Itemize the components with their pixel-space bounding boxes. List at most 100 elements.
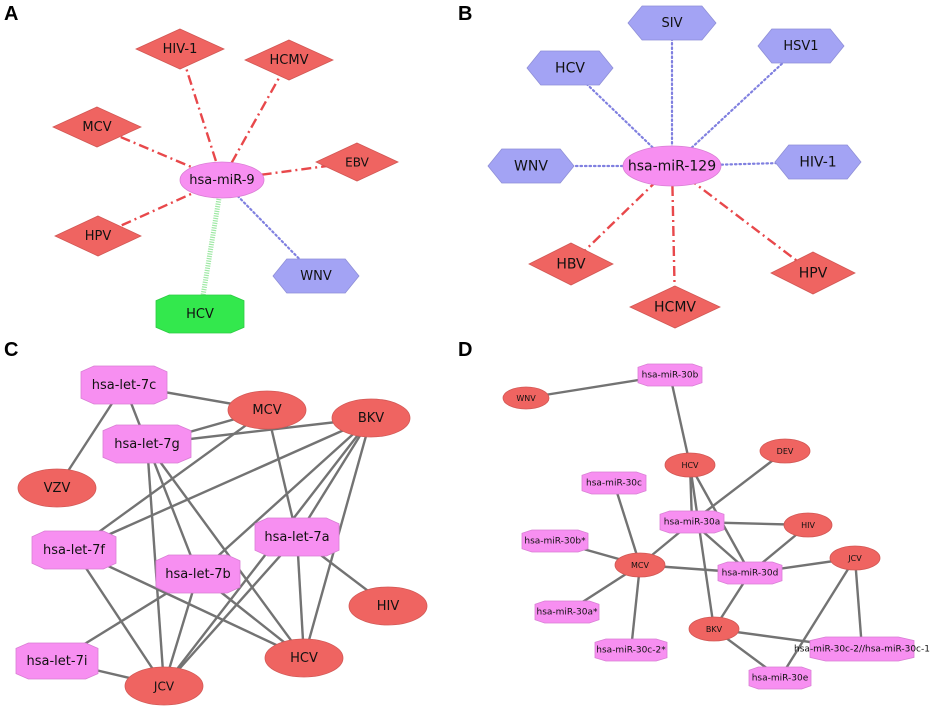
node-d-mir30c: hsa-miR-30c: [581, 471, 647, 495]
edge-c-bkv-let7f: [73, 416, 372, 552]
node-d-mir30a-shape: [659, 510, 725, 534]
edge-d-mcv-mir30c2s: [629, 564, 642, 651]
edge-c-let7g-hcv: [146, 443, 305, 659]
node-b-mir129-shape: [622, 145, 722, 187]
node-c-jcv-label: JCV: [153, 680, 175, 694]
node-b-siv-label: SIV: [662, 16, 683, 31]
node-c-vzv-shape: [17, 468, 97, 508]
node-d-mir30bs-label: hsa-miR-30b*: [524, 537, 586, 547]
edge-a-mir9-hcv: [197, 179, 225, 315]
node-b-mir129-label: hsa-miR-129: [628, 159, 716, 175]
node-a-mcv-label: MCV: [82, 120, 111, 135]
node-a-hiv1: HIV-1: [135, 28, 225, 70]
node-a-hcv-label: HCV: [186, 307, 214, 322]
node-b-hcmv: HCMV: [629, 285, 721, 329]
node-d-mir30b-shape: [637, 363, 703, 387]
node-d-hcv-shape: [664, 452, 716, 478]
node-d-jcv-shape: [829, 545, 881, 571]
node-a-hpv: HPV: [54, 215, 142, 257]
edge-c-let7a-hcv: [295, 536, 306, 659]
node-a-hcmv: HCMV: [244, 39, 334, 81]
node-d-mir30c2c1-label: hsa-miR-30c-2//hsa-miR-30c-1: [794, 645, 930, 655]
node-d-hiv: HIV: [783, 512, 833, 538]
node-b-hcv-shape: [526, 50, 614, 86]
node-c-let7c-shape: [80, 365, 168, 405]
node-c-vzv-label: VZV: [44, 481, 71, 496]
node-b-wnv: WNV: [487, 148, 575, 184]
panel-c-nodes: hsa-let-7c hsa-let-7g hsa-let-7f hsa-let-7b…: [15, 365, 428, 706]
node-b-hpv: HPV: [770, 251, 856, 295]
node-a-ebv: EBV: [315, 142, 399, 182]
node-c-mcv: MCV: [227, 390, 307, 430]
node-c-let7i-label: hsa-let-7i: [27, 654, 88, 669]
panel-c-letter: C: [4, 339, 18, 361]
node-c-let7c: hsa-let-7c: [80, 365, 168, 405]
node-c-bkv-label: BKV: [358, 411, 384, 426]
node-a-mir9-shape: [179, 161, 265, 199]
node-d-mcv: MCV: [614, 552, 666, 578]
node-d-mir30a-label: hsa-miR-30a: [664, 518, 721, 528]
node-b-hsv1: HSV1: [757, 28, 845, 64]
edge-d-dev-mir30a: [691, 450, 786, 523]
node-b-hsv1-shape: [757, 28, 845, 64]
edge-b-mir129-hcmv: [670, 165, 677, 308]
edge-d-jcv-mir30e: [778, 557, 857, 679]
edge-c-let7a-jcv: [163, 536, 298, 687]
edge-a-mir9-hiv1: [178, 48, 224, 181]
node-c-let7b-shape: [155, 554, 241, 594]
node-c-mcv-label: MCV: [252, 403, 281, 418]
node-d-dev: DEV: [759, 438, 811, 464]
node-d-mcv-shape: [614, 552, 666, 578]
node-b-wnv-shape: [487, 148, 575, 184]
node-b-wnv-label: WNV: [514, 159, 548, 175]
edge-c-let7g-jcv: [145, 443, 166, 687]
node-c-hcv-label: HCV: [290, 651, 318, 666]
node-b-hiv1: HIV-1: [774, 144, 862, 180]
node-c-let7b: hsa-let-7b: [155, 554, 241, 594]
node-b-hpv-shape: [770, 251, 856, 295]
node-d-hiv-shape: [783, 512, 833, 538]
edge-d-jcv-mir30c2c1: [853, 557, 864, 650]
node-d-mir30c2c1-shape: [809, 636, 915, 662]
node-b-siv: SIV: [627, 5, 717, 41]
node-d-mir30b-label: hsa-miR-30b: [642, 371, 699, 381]
node-d-mir30e-shape: [748, 666, 812, 690]
node-a-mcv-shape: [52, 106, 142, 148]
node-c-hiv-label: HIV: [377, 599, 400, 614]
node-c-hiv-shape: [348, 586, 428, 626]
node-a-mir9-label: hsa-miR-9: [189, 173, 254, 188]
node-a-wnv: WNV: [272, 258, 360, 294]
node-c-let7f-shape: [31, 530, 117, 570]
node-b-hbv: HBV: [528, 242, 614, 286]
node-c-let7g-shape: [102, 424, 192, 464]
node-d-hcv-label: HCV: [681, 461, 699, 470]
node-c-let7i-shape: [15, 642, 99, 680]
edge-d-mir30b-hcv: [668, 374, 692, 466]
edge-c-bkv-let7b: [197, 417, 372, 575]
node-a-hcv: HCV: [155, 294, 245, 334]
node-a-wnv-shape: [272, 258, 360, 294]
node-a-ebv-shape: [315, 142, 399, 182]
node-a-hiv1-label: HIV-1: [163, 42, 198, 57]
node-a-hiv1-shape: [135, 28, 225, 70]
node-d-mir30b: hsa-miR-30b: [637, 363, 703, 387]
node-c-let7c-label: hsa-let-7c: [92, 378, 157, 393]
node-d-mir30c2s: hsa-miR-30c-2*: [594, 638, 668, 662]
node-a-mcv: MCV: [52, 106, 142, 148]
edge-c-mcv-let7f: [73, 409, 268, 551]
edge-b-mir129-hsv1: [670, 44, 803, 168]
panel-c: C hsa-let-7chsa-let-7ghsa-let-7fhsa-let-…: [4, 339, 428, 706]
node-c-bkv-shape: [331, 398, 411, 438]
node-c-vzv: VZV: [17, 468, 97, 508]
node-d-jcv-label: JCV: [847, 554, 862, 563]
node-d-bkv: BKV: [688, 616, 740, 642]
node-d-mir30c2c1: hsa-miR-30c-2//hsa-miR-30c-1: [794, 636, 930, 662]
node-c-let7f-label: hsa-let-7f: [43, 543, 105, 558]
node-c-let7g-label: hsa-let-7g: [114, 437, 180, 452]
edge-d-mir30c-mcv: [612, 482, 642, 566]
node-a-hcmv-label: HCMV: [270, 53, 309, 68]
edge-a-mir9-hcmv: [220, 59, 291, 181]
node-b-hiv1-shape: [774, 144, 862, 180]
node-c-let7a: hsa-let-7a: [254, 517, 340, 557]
